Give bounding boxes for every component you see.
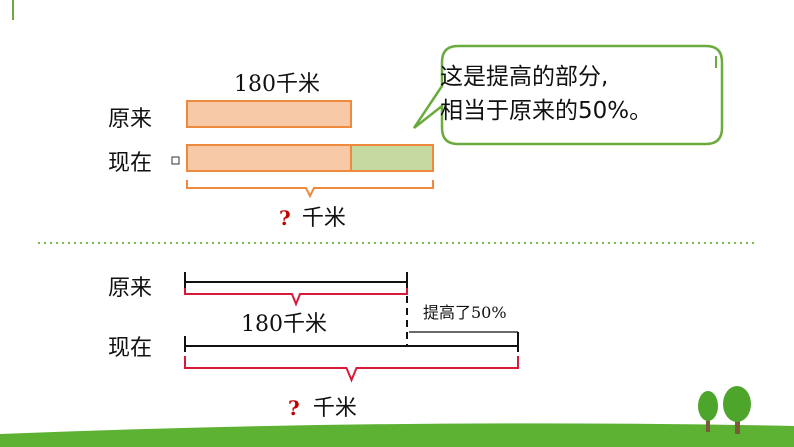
current-bar-base [186,144,352,172]
bottom-row-current-label: 现在 [108,336,153,361]
bottom-question: ? 千米 [288,390,357,422]
speech-bubble-text: 这是提高的部分, 相当于原来的50%。 [440,60,710,128]
top-question-unit: 千米 [301,206,346,231]
bubble-line-1: 这是提高的部分, [440,64,609,90]
tree-small [698,391,718,432]
increase-label: 提高了50% [423,303,507,322]
top-length-label: 180千米 [234,72,320,97]
bottom-length-label: 180千米 [241,312,327,337]
bottom-question-unit: 千米 [312,396,357,421]
original-length-brace [184,288,408,307]
bubble-line-2: 相当于原来的50%。 [440,98,653,124]
small-square-marker [171,156,180,165]
top-row-original-label: 原来 [108,107,153,132]
ground-strip [0,423,794,447]
bottom-question-mark: ? [288,396,300,420]
current-segment [184,332,519,352]
top-question-mark: ? [279,206,291,230]
current-bar-increase [350,144,434,172]
tree-large [723,386,751,434]
original-segment [184,272,408,292]
top-total-brace [186,180,434,199]
speech-bubble-shape [412,44,724,146]
bottom-row-original-label: 原来 [108,276,153,301]
top-row-current-label: 现在 [108,151,153,176]
top-question: ? 千米 [279,200,346,232]
current-total-brace [184,356,519,383]
original-bar [186,100,352,128]
